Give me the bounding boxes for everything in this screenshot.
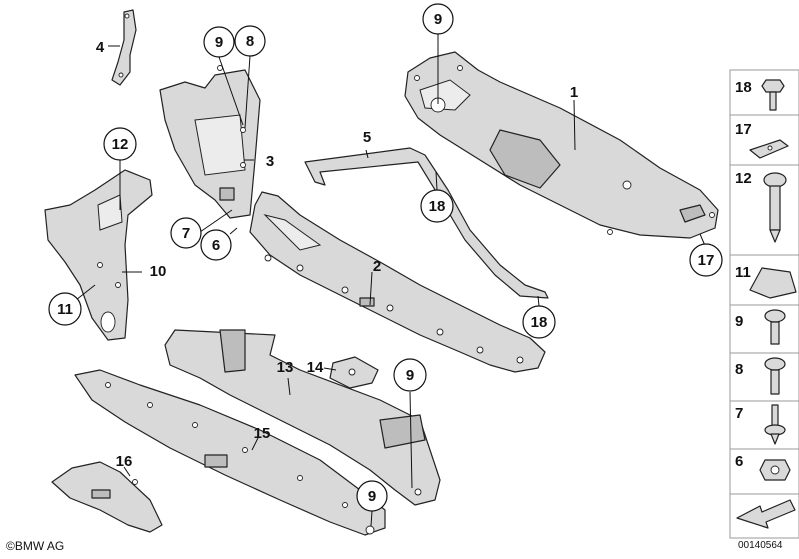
legend-number: 7 bbox=[735, 405, 743, 422]
callout-18-low: 18 bbox=[522, 305, 556, 339]
callout-9-right: 9 bbox=[393, 358, 427, 392]
callout-18-mid: 18 bbox=[420, 189, 454, 223]
speed-nut-11-icon bbox=[749, 267, 797, 299]
legend-item-9: 9 bbox=[735, 309, 786, 345]
callout-15: 15 bbox=[254, 425, 271, 442]
callout-label: 9 bbox=[406, 367, 414, 384]
callout-9-mid: 9 bbox=[203, 26, 235, 58]
legend-item-6: 6 bbox=[735, 453, 791, 481]
callout-10: 10 bbox=[150, 263, 167, 280]
callout-4: 4 bbox=[96, 39, 105, 56]
callout-label: 16 bbox=[116, 453, 133, 470]
part-13-crossmember bbox=[164, 329, 441, 506]
legend-number: 12 bbox=[735, 170, 752, 187]
callout-label: 15 bbox=[254, 425, 271, 442]
callout-label: 11 bbox=[57, 301, 73, 318]
callout-9-top: 9 bbox=[422, 3, 454, 35]
part-15-panel bbox=[74, 369, 386, 536]
legend-item-7: 7 bbox=[735, 404, 786, 445]
part-4-small-bracket bbox=[111, 9, 137, 86]
callout-6: 6 bbox=[200, 229, 232, 261]
legend-item-11: 11 bbox=[735, 264, 797, 299]
bolt-18-icon bbox=[761, 79, 785, 93]
callout-16: 16 bbox=[116, 453, 133, 470]
callout-17: 17 bbox=[689, 243, 723, 277]
bolt-18-shank bbox=[769, 91, 777, 111]
callout-label: 18 bbox=[429, 198, 446, 215]
screw-12-icon bbox=[763, 172, 787, 188]
callout-label: 13 bbox=[277, 359, 294, 376]
legend-item-12: 12 bbox=[735, 170, 787, 243]
callout-label: 7 bbox=[182, 225, 190, 242]
legend-item-17: 17 bbox=[735, 121, 789, 159]
brand-name: BMW AG bbox=[14, 539, 65, 553]
callout-label: 9 bbox=[434, 11, 442, 28]
screw-8-icon bbox=[764, 357, 786, 371]
callout-5: 5 bbox=[363, 129, 371, 146]
callout-label: 2 bbox=[373, 258, 381, 275]
legend-number: 6 bbox=[735, 453, 743, 470]
callout-label: 4 bbox=[96, 39, 105, 56]
legend-number: 9 bbox=[735, 313, 743, 330]
leader-lines bbox=[75, 34, 707, 527]
part-3-bracket bbox=[159, 65, 261, 219]
callout-label: 3 bbox=[266, 153, 274, 170]
callout-1: 1 bbox=[570, 84, 578, 101]
callout-9-bottom: 9 bbox=[356, 480, 388, 512]
callout-14: 14 bbox=[307, 359, 324, 376]
callout-8: 8 bbox=[234, 25, 266, 57]
hardware-legend: 18 17 12 11 9 8 7 bbox=[729, 69, 799, 539]
screw-9-icon bbox=[764, 309, 786, 323]
legend-number: 18 bbox=[735, 79, 752, 96]
callout-label: 6 bbox=[212, 237, 220, 254]
callout-label: 18 bbox=[531, 314, 548, 331]
part-16-panel bbox=[51, 461, 163, 533]
callout-label: 12 bbox=[112, 136, 129, 153]
part-14-clip bbox=[329, 356, 379, 389]
callout-11: 11 bbox=[48, 292, 82, 326]
callout-2: 2 bbox=[373, 258, 381, 275]
callout-7: 7 bbox=[170, 217, 202, 249]
direction-arrow-icon bbox=[736, 499, 796, 529]
legend-number: 17 bbox=[735, 121, 752, 138]
part-2-carrier bbox=[249, 191, 546, 373]
callout-3: 3 bbox=[266, 153, 274, 170]
image-code: 00140564 bbox=[738, 540, 783, 551]
rivet-7-icon bbox=[771, 404, 779, 428]
legend-number: 11 bbox=[735, 264, 751, 281]
callout-label: 9 bbox=[215, 34, 223, 51]
callout-13: 13 bbox=[277, 359, 294, 376]
callout-label: 1 bbox=[570, 84, 578, 101]
callout-label: 17 bbox=[698, 252, 715, 269]
part-1-heat-shield bbox=[404, 51, 719, 239]
callout-12: 12 bbox=[103, 127, 137, 161]
copyright-symbol: © bbox=[6, 539, 15, 553]
legend-item-18: 18 bbox=[735, 79, 785, 111]
callout-label: 8 bbox=[246, 33, 254, 50]
copyright: ©BMW AG bbox=[6, 539, 64, 553]
callout-label: 9 bbox=[368, 488, 376, 505]
callout-label: 10 bbox=[150, 263, 167, 280]
part-5-strut bbox=[304, 147, 549, 299]
part-10-bracket bbox=[44, 169, 153, 341]
legend-number: 8 bbox=[735, 361, 743, 378]
legend-item-8: 8 bbox=[735, 357, 786, 395]
callout-label: 5 bbox=[363, 129, 371, 146]
callout-label: 14 bbox=[307, 359, 324, 376]
